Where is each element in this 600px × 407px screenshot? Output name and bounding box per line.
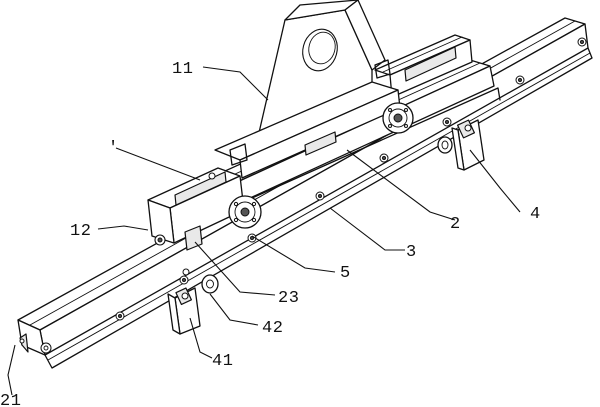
limit-block-left	[167, 274, 219, 335]
label-12: 12	[70, 222, 91, 241]
leader-lines	[7, 66, 521, 396]
label-42: 42	[262, 319, 283, 338]
right-slider-block	[374, 34, 473, 98]
left-slider-block	[147, 167, 245, 251]
label-4: 4	[530, 205, 541, 224]
label-23: 23	[278, 289, 299, 308]
limit-block-right	[437, 119, 485, 171]
label-41: 41	[212, 352, 233, 371]
label-3: 3	[406, 243, 417, 262]
label-11: 11	[172, 60, 193, 79]
label-21: 21	[0, 392, 21, 407]
label-5: 5	[340, 264, 351, 283]
label-tick: '	[108, 139, 119, 158]
bracket-tower	[214, 0, 401, 179]
roller-left	[228, 195, 262, 229]
roller-right	[382, 102, 414, 134]
rail-screws	[115, 37, 587, 321]
label-2: 2	[450, 215, 461, 234]
